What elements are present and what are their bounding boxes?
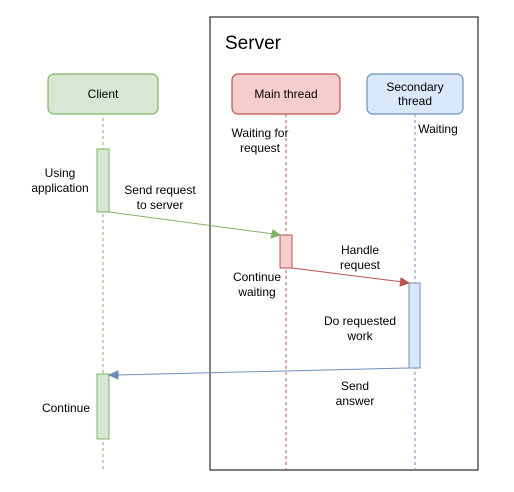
do-requested-work-note: Do requested work [323,314,397,343]
waiting-note: Waiting [418,122,458,136]
handle-request-arrowhead [399,277,411,287]
handle-request-arrow [291,267,404,283]
send-answer-label: Send answer [335,379,375,408]
send-answer-arrowhead [107,370,119,380]
waiting-for-request-note: Waiting for request [231,126,289,155]
secondary-thread-box [366,73,464,115]
send-request-label: Send request to server [124,183,196,212]
send-answer-arrow [114,367,410,376]
send-request-arrow [108,211,275,235]
server-title: Server [225,33,281,54]
handle-request-label: Handle request [339,243,381,272]
secondary-thread-label: Secondary thread [386,80,444,108]
continue-note: Continue [41,401,91,415]
using-application-note: Using application [31,166,89,195]
server-frame [209,16,479,471]
continue-waiting-note: Continue waiting [232,270,282,299]
secondary-thread-activation [408,282,421,369]
client-box [47,73,159,115]
send-request-arrowhead [270,229,282,239]
main-thread-label: Main thread [254,87,318,101]
client-label: Client [87,87,119,101]
client-activation-2 [96,373,110,440]
main-thread-activation [279,234,293,269]
client-activation-1 [96,148,110,213]
main-thread-box [231,73,341,115]
